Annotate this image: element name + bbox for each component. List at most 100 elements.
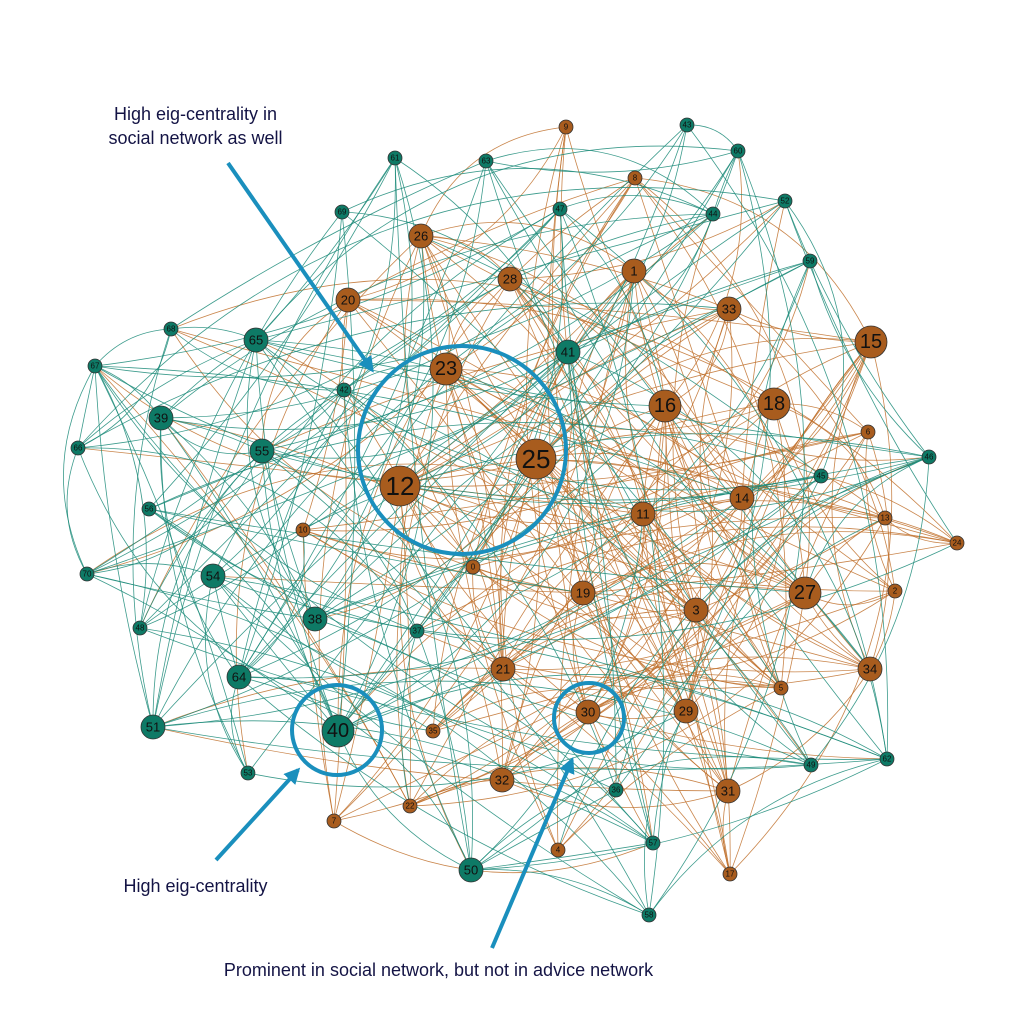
node-18: 18 [757,387,791,421]
edge [535,458,958,544]
edge [337,475,822,732]
node-circle [683,597,709,623]
edge-layer [63,124,958,916]
node-label: 68 [167,325,176,334]
node-circle [70,440,86,456]
edge [238,529,305,678]
edge [86,573,316,620]
edge [261,450,650,916]
edge [94,365,249,774]
annotation-social-prominence: Prominent in social network, but not in … [186,958,691,982]
edge [582,542,958,594]
node-14: 14 [729,485,755,511]
node-label: 31 [721,784,735,799]
annotation-line: High eig-centrality in [113,104,278,124]
edge [343,389,617,791]
node-label: 11 [636,507,650,522]
node-label: 40 [327,720,349,742]
edge [148,508,584,594]
annotation-eig-centrality: High eig-centrality [108,874,283,898]
edge [557,609,697,851]
edge [432,609,697,732]
node-circle [490,656,516,682]
edge [255,157,396,341]
edge [77,447,434,732]
edge [409,656,871,807]
edge [420,235,729,792]
edge [712,150,739,215]
node-label: 23 [435,358,457,380]
node-label: 18 [763,393,785,415]
node-label: 51 [146,720,160,735]
node-17: 17 [722,866,738,882]
node-26: 26 [408,223,434,249]
edge [409,517,886,807]
edge [470,842,654,871]
edge [445,368,729,792]
edge [695,497,743,611]
edge [582,592,871,670]
node-label: 50 [464,863,478,878]
node-42: 42 [336,382,352,398]
edge [729,592,806,875]
node-label: 3 [692,603,699,618]
node-45: 45 [813,468,829,484]
edge [238,389,345,678]
node-label: 35 [429,727,438,736]
node-label: 48 [136,624,145,633]
edge [648,150,805,916]
annotation-social-centrality: High eig-centrality in social network as… [88,102,303,150]
node-circle [777,193,793,209]
node-circle [921,449,937,465]
edge [559,195,714,215]
edge [784,200,845,477]
edge [867,431,890,670]
edge [728,308,896,592]
node-label: 70 [83,570,92,579]
edge [160,417,339,732]
node-circle [854,325,888,359]
node-circle [163,321,179,337]
edge [445,368,503,781]
node-label: 15 [860,331,882,353]
edge [152,497,743,728]
node-circle [645,835,661,851]
node-38: 38 [302,606,328,632]
node-circle [387,150,403,166]
node-circle [336,382,352,398]
node-label: 4 [556,846,561,855]
edge [743,403,782,689]
node-circle [458,857,484,883]
node-circle [334,204,350,220]
edge [139,208,561,629]
node-label: 38 [308,612,322,627]
node-label: 62 [883,755,892,764]
node-15: 15 [854,325,888,359]
edge [559,208,666,407]
edge [399,368,472,871]
edge [724,341,872,792]
edge [509,278,687,712]
node-label: 63 [482,157,491,166]
node-circle [648,389,682,423]
edge [582,592,729,792]
edge [77,328,172,449]
node-label: 21 [496,662,510,677]
highlight-layer [290,344,626,777]
edge [501,609,697,781]
edge [341,211,782,689]
edge [170,278,775,405]
edge [261,351,569,459]
node-7: 7 [326,813,342,829]
node-29: 29 [673,698,699,724]
edge [509,278,806,594]
edge [485,160,888,760]
edge [685,403,786,712]
edge [139,433,930,629]
node-circle [860,424,876,440]
edge [160,417,263,455]
node-circle [326,813,342,829]
edge [132,328,172,728]
node-label: 45 [817,472,826,481]
node-13: 13 [877,510,893,526]
